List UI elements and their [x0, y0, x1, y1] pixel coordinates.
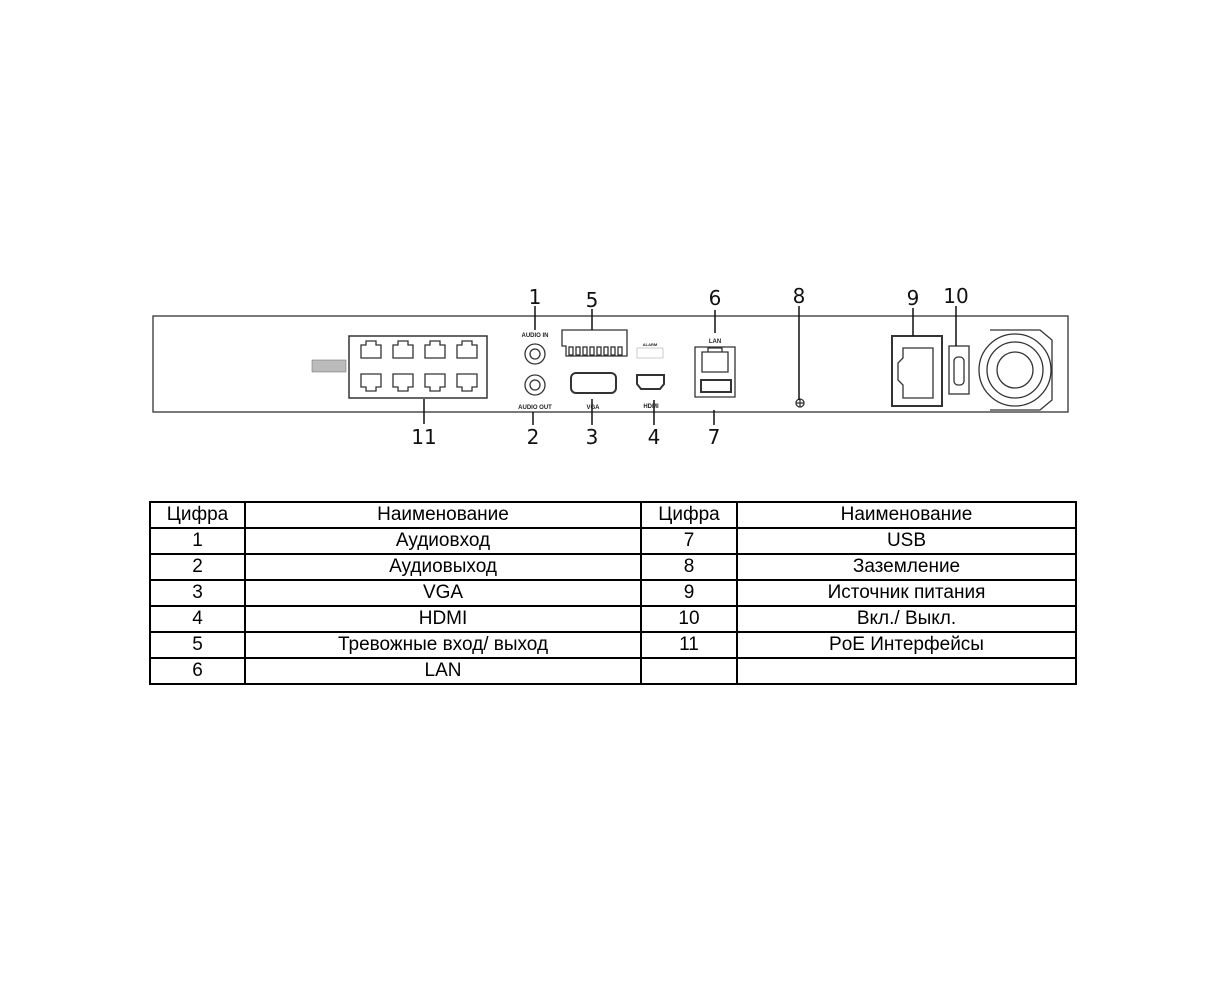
callout-5: 5 [586, 288, 599, 312]
table-cell [640, 657, 738, 685]
table-header-row: Цифра Наименование Цифра Наименование [149, 501, 1077, 529]
table-cell: Источник питания [736, 579, 1077, 607]
header-cell: Цифра [640, 501, 738, 529]
callout-4: 4 [648, 425, 661, 449]
vga-port [570, 372, 617, 394]
table-cell: 11 [640, 631, 738, 659]
table-cell: VGA [244, 579, 642, 607]
table-cell: LAN [244, 657, 642, 685]
terminal-pin [603, 346, 609, 356]
power-switch [948, 345, 970, 395]
terminal-pin [582, 346, 588, 356]
terminal-pin [575, 346, 581, 356]
dip-label-block [311, 359, 347, 373]
vga-label: VGA [586, 405, 600, 411]
callout-8: 8 [793, 284, 806, 308]
table-cell: 5 [149, 631, 246, 659]
table-cell: 9 [640, 579, 738, 607]
table-cell: Тревожные вход/ выход [244, 631, 642, 659]
nvr-rear-panel-diagram: AUDIO IN AUDIO OUT VGA HDMI LAN ALARM 1 … [152, 284, 1069, 449]
terminal-pin [568, 346, 574, 356]
alarm-label-block [636, 347, 664, 359]
table-cell: USB [736, 527, 1077, 555]
table-cell: 3 [149, 579, 246, 607]
audio-out-jack [524, 374, 546, 396]
rj45-port [456, 373, 478, 392]
fan-icon [978, 329, 1053, 411]
callout-11: 11 [411, 425, 436, 449]
audio-out-label: AUDIO OUT [518, 405, 552, 411]
table-cell: 10 [640, 605, 738, 633]
terminal-pin [596, 346, 602, 356]
rj45-port [360, 373, 382, 392]
rj45-port [424, 340, 446, 359]
callout-7: 7 [708, 425, 721, 449]
table-cell [736, 657, 1077, 685]
table-cell: 8 [640, 553, 738, 581]
table-cell: 6 [149, 657, 246, 685]
callout-10: 10 [943, 284, 968, 308]
terminal-pin [610, 346, 616, 356]
usb-port [700, 379, 732, 393]
lan-usb-block [694, 346, 736, 398]
poe-ports [348, 335, 488, 399]
rj45-port [392, 373, 414, 392]
power-inlet [891, 335, 943, 407]
header-cell: Наименование [244, 501, 642, 529]
lan-port [701, 347, 729, 373]
rj45-port [424, 373, 446, 392]
rj45-port [392, 340, 414, 359]
table-cell: Аудиовход [244, 527, 642, 555]
alarm-terminal [561, 329, 628, 357]
callout-1: 1 [529, 285, 542, 309]
rj45-port [456, 340, 478, 359]
terminal-pin [589, 346, 595, 356]
hdmi-port [636, 374, 665, 390]
table-cell: 7 [640, 527, 738, 555]
callout-3: 3 [586, 425, 599, 449]
header-cell: Наименование [736, 501, 1077, 529]
header-cell: Цифра [149, 501, 246, 529]
lan-label: LAN [709, 339, 721, 345]
callout-lines [423, 306, 957, 425]
audio-in-jack [524, 343, 546, 365]
callout-6: 6 [709, 286, 722, 310]
table-cell: 4 [149, 605, 246, 633]
table-cell: 2 [149, 553, 246, 581]
audio-in-label: AUDIO IN [522, 333, 549, 339]
alarm-label: ALARM [643, 342, 658, 347]
hdmi-label: HDMI [643, 404, 659, 410]
table-cell: PoE Интерфейсы [736, 631, 1077, 659]
table-cell: Заземление [736, 553, 1077, 581]
table-cell: HDMI [244, 605, 642, 633]
table-cell: Аудиовыход [244, 553, 642, 581]
callout-2: 2 [527, 425, 540, 449]
table-cell: 1 [149, 527, 246, 555]
callout-9: 9 [907, 286, 920, 310]
rj45-port [360, 340, 382, 359]
table-cell: Вкл./ Выкл. [736, 605, 1077, 633]
terminal-pin [617, 346, 623, 356]
chassis-outline [152, 315, 1069, 413]
